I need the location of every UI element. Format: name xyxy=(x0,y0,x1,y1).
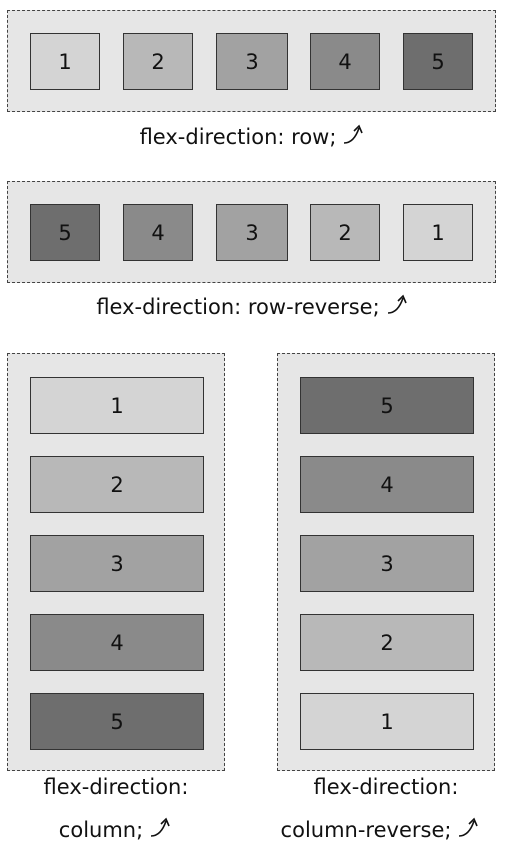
flex-item: 4 xyxy=(310,33,380,90)
caption-column-line1: flex-direction: xyxy=(6,774,226,800)
flex-container-column: 1 2 3 4 5 xyxy=(7,353,225,771)
caption-text: flex-direction: row-reverse; xyxy=(96,295,380,319)
caption-column-line2: column; xyxy=(6,815,226,843)
flex-item: 1 xyxy=(300,693,474,750)
flex-item: 5 xyxy=(403,33,473,90)
flex-item: 3 xyxy=(300,535,474,592)
flex-item: 2 xyxy=(30,456,204,513)
flex-container-column-reverse: 5 4 3 2 1 xyxy=(277,353,495,771)
flex-item: 4 xyxy=(30,614,204,671)
flex-item: 5 xyxy=(300,377,474,434)
flex-item: 3 xyxy=(216,33,288,90)
caption-column-reverse-line2: column-reverse; xyxy=(256,815,506,843)
caption-text: flex-direction: row; xyxy=(139,125,337,149)
flex-item: 4 xyxy=(300,456,474,513)
flex-item: 5 xyxy=(30,204,100,261)
flex-item: 3 xyxy=(216,204,288,261)
flex-container-row: 1 2 3 4 5 xyxy=(7,10,496,112)
curved-arrow-up-right-icon xyxy=(344,124,364,144)
caption-row: flex-direction: row; xyxy=(0,122,506,150)
flex-container-row-reverse: 5 4 3 2 1 xyxy=(7,181,496,283)
curved-arrow-up-right-icon xyxy=(387,294,407,314)
flex-item: 2 xyxy=(310,204,380,261)
caption-text: column; xyxy=(58,818,144,842)
flex-item: 3 xyxy=(30,535,204,592)
caption-text: flex-direction: xyxy=(313,775,459,799)
caption-column-reverse-line1: flex-direction: xyxy=(276,774,496,800)
caption-text: column-reverse; xyxy=(280,818,452,842)
flex-item: 5 xyxy=(30,693,204,750)
flex-item: 4 xyxy=(123,204,193,261)
flex-item: 2 xyxy=(123,33,193,90)
flex-item: 1 xyxy=(30,377,204,434)
flex-item: 1 xyxy=(30,33,100,90)
caption-text: flex-direction: xyxy=(43,775,189,799)
curved-arrow-up-right-icon xyxy=(151,817,170,837)
caption-row-reverse: flex-direction: row-reverse; xyxy=(0,292,506,320)
curved-arrow-up-right-icon xyxy=(459,817,479,837)
flex-item: 1 xyxy=(403,204,473,261)
flex-item: 2 xyxy=(300,614,474,671)
